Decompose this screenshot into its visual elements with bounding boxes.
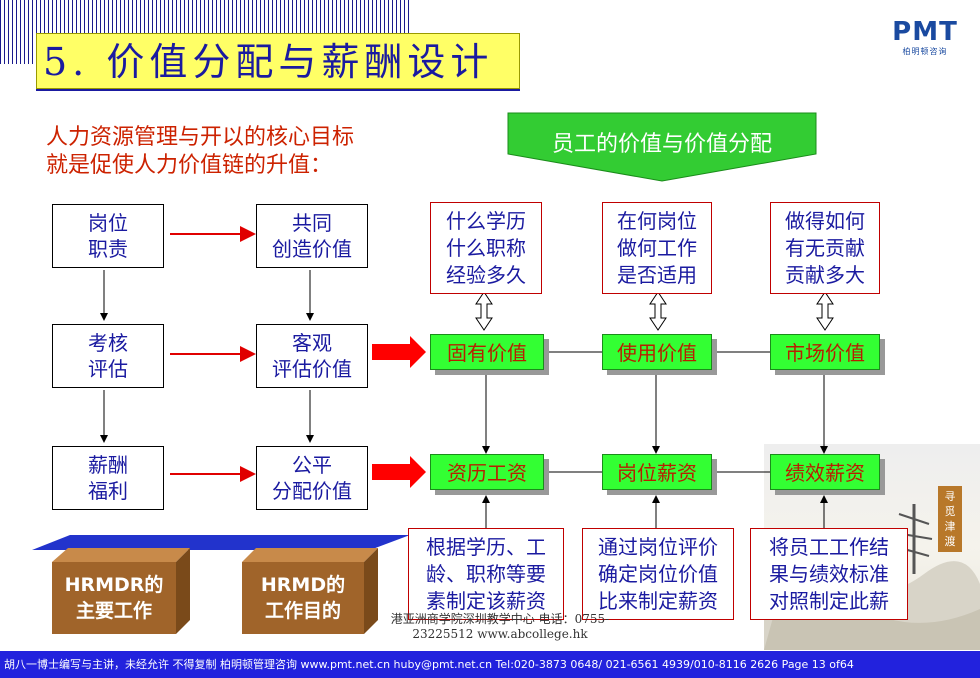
logo-subtext: 柏明顿咨询 [902, 47, 948, 56]
box-text: 果与绩效标准 [769, 561, 889, 586]
box-text: 公平 [292, 453, 332, 477]
pmt-logo: PMT 柏明顿咨询 [880, 18, 970, 58]
box-text: 客观 [292, 331, 332, 355]
value-market: 市场价值 [770, 334, 880, 370]
box-evaluate-value: 客观 评估价值 [256, 324, 368, 388]
box-position-basis: 通过岗位评价 确定岗位价值 比来制定薪资 [582, 528, 734, 620]
box-text: 做得如何 [785, 208, 865, 233]
subtitle: 人力资源管理与开以的核心目标 就是促使人力价值链的升值： [46, 124, 354, 180]
box-text: 共同 [292, 211, 332, 235]
platform-text: HRMDR的 [64, 574, 164, 596]
platform-label-hrmd: HRMD的 工作目的 [242, 572, 364, 624]
seal-char: 寻 [944, 490, 956, 503]
seal-char: 津 [944, 520, 956, 533]
box-text: 分配价值 [272, 479, 352, 503]
box-text: 将员工工作结 [769, 534, 889, 559]
box-text: 有无贡献 [785, 235, 865, 260]
value-intrinsic: 固有价值 [430, 334, 544, 370]
logo-text: PMT [892, 17, 958, 47]
seal-char: 觅 [944, 505, 956, 518]
box-assessment: 考核 评估 [52, 324, 164, 388]
box-text: 对照制定此薪 [769, 588, 889, 613]
box-seniority-basis: 根据学历、工 龄、职称等要 素制定该薪资 [408, 528, 564, 620]
title-underline [36, 89, 520, 91]
box-text: 在何岗位 [617, 208, 697, 233]
box-text: 龄、职称等要 [426, 561, 546, 586]
box-text: 做何工作 [617, 235, 697, 260]
pay-performance: 绩效薪资 [770, 454, 880, 490]
box-text: 经验多久 [446, 262, 526, 287]
platform-text: HRMD的 [260, 574, 346, 596]
slide-title: 5. 价值分配与薪酬设计 [36, 33, 520, 89]
box-text: 评估 [88, 357, 128, 381]
banner-arrow-shape [507, 112, 817, 182]
box-education-question: 什么学历 什么职称 经验多久 [430, 202, 542, 294]
box-text: 岗位 [88, 211, 128, 235]
box-text: 什么职称 [446, 235, 526, 260]
platform-text: 主要工作 [75, 600, 152, 622]
box-text: 贡献多大 [785, 262, 865, 287]
box-create-value: 共同 创造价值 [256, 204, 368, 268]
subtitle-line: 人力资源管理与开以的核心目标 [46, 125, 355, 150]
pay-seniority: 资历工资 [430, 454, 544, 490]
box-text: 什么学历 [446, 208, 526, 233]
box-text: 评估价值 [272, 357, 352, 381]
box-text: 创造价值 [272, 237, 352, 261]
box-performance-basis: 将员工工作结 果与绩效标准 对照制定此薪 [750, 528, 908, 620]
seal-stamp: 寻 觅 津 渡 [938, 486, 962, 552]
box-text: 确定岗位价值 [598, 561, 718, 586]
platform-label-hrmdr: HRMDR的 主要工作 [52, 572, 176, 624]
banner-title: 员工的价值与价值分配 [551, 132, 772, 157]
watermark-line: 港亚洲商学院深圳教学中心 电话：0755- [390, 612, 610, 626]
box-text: 根据学历、工 [426, 534, 546, 559]
box-text: 比来制定薪资 [598, 588, 718, 613]
box-distribute-value: 公平 分配价值 [256, 446, 368, 510]
box-text: 素制定该薪资 [426, 588, 546, 613]
footer-bar: 胡八一博士编写与主讲，未经允许 不得复制 柏明顿管理咨询 www.pmt.net… [0, 651, 980, 678]
watermark-line: 23225512 www.abcollege.hk [412, 627, 588, 641]
platform-text: 工作目的 [264, 600, 341, 622]
pay-position: 岗位薪资 [602, 454, 712, 490]
value-usage: 使用价值 [602, 334, 712, 370]
box-text: 是否适用 [617, 262, 697, 287]
box-job-duty: 岗位 职责 [52, 204, 164, 268]
box-compensation: 薪酬 福利 [52, 446, 164, 510]
subtitle-line: 就是促使人力价值链的升值： [46, 153, 333, 178]
box-text: 考核 [88, 331, 128, 355]
box-text: 职责 [88, 237, 128, 261]
watermark-text: 港亚洲商学院深圳教学中心 电话：0755- 23225512 www.abcol… [370, 612, 630, 642]
box-performance-question: 做得如何 有无贡献 贡献多大 [770, 202, 880, 294]
seal-char: 渡 [944, 535, 956, 548]
box-text: 通过岗位评价 [598, 534, 718, 559]
box-position-question: 在何岗位 做何工作 是否适用 [602, 202, 712, 294]
box-text: 薪酬 [88, 453, 128, 477]
box-text: 福利 [88, 479, 128, 503]
